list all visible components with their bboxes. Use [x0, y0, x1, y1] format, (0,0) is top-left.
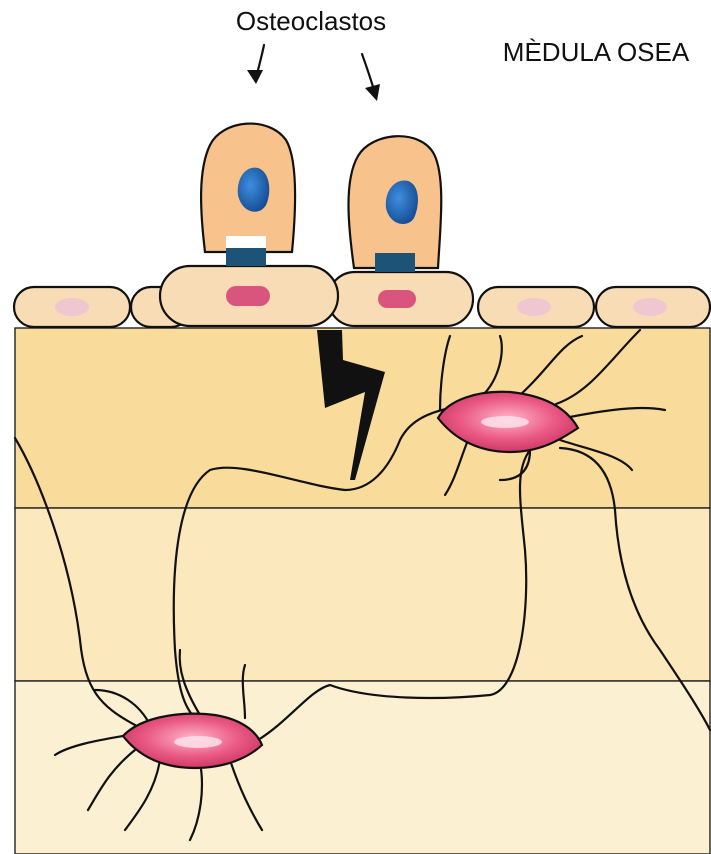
activated-lining-cell-nucleus [378, 290, 416, 308]
lining-cell-nucleus [633, 298, 667, 316]
activated-lining-cell-nucleus [226, 286, 270, 306]
osteocyte-highlight [481, 416, 529, 428]
arrow-down-icon [362, 54, 380, 101]
bone-marrow-label: MÈDULA OSEA [503, 37, 690, 67]
bone-layer-bottom [15, 681, 710, 854]
osteoclast-ruffled-border [226, 248, 266, 266]
osteoclast-ruffled-border [375, 253, 415, 272]
arrow-down-icon [247, 45, 264, 84]
osteoclast-right [349, 136, 442, 272]
osteocyte-highlight [174, 736, 222, 748]
osteoclasts-label: Osteoclastos [236, 6, 386, 36]
lining-cell-nucleus [517, 298, 551, 316]
lining-cell-nucleus [55, 298, 89, 316]
osteoclast-sealing-zone [226, 236, 266, 248]
osteoclast-left [201, 124, 295, 266]
bone-layer-middle [15, 508, 710, 681]
bone-lining-cells [14, 266, 710, 327]
